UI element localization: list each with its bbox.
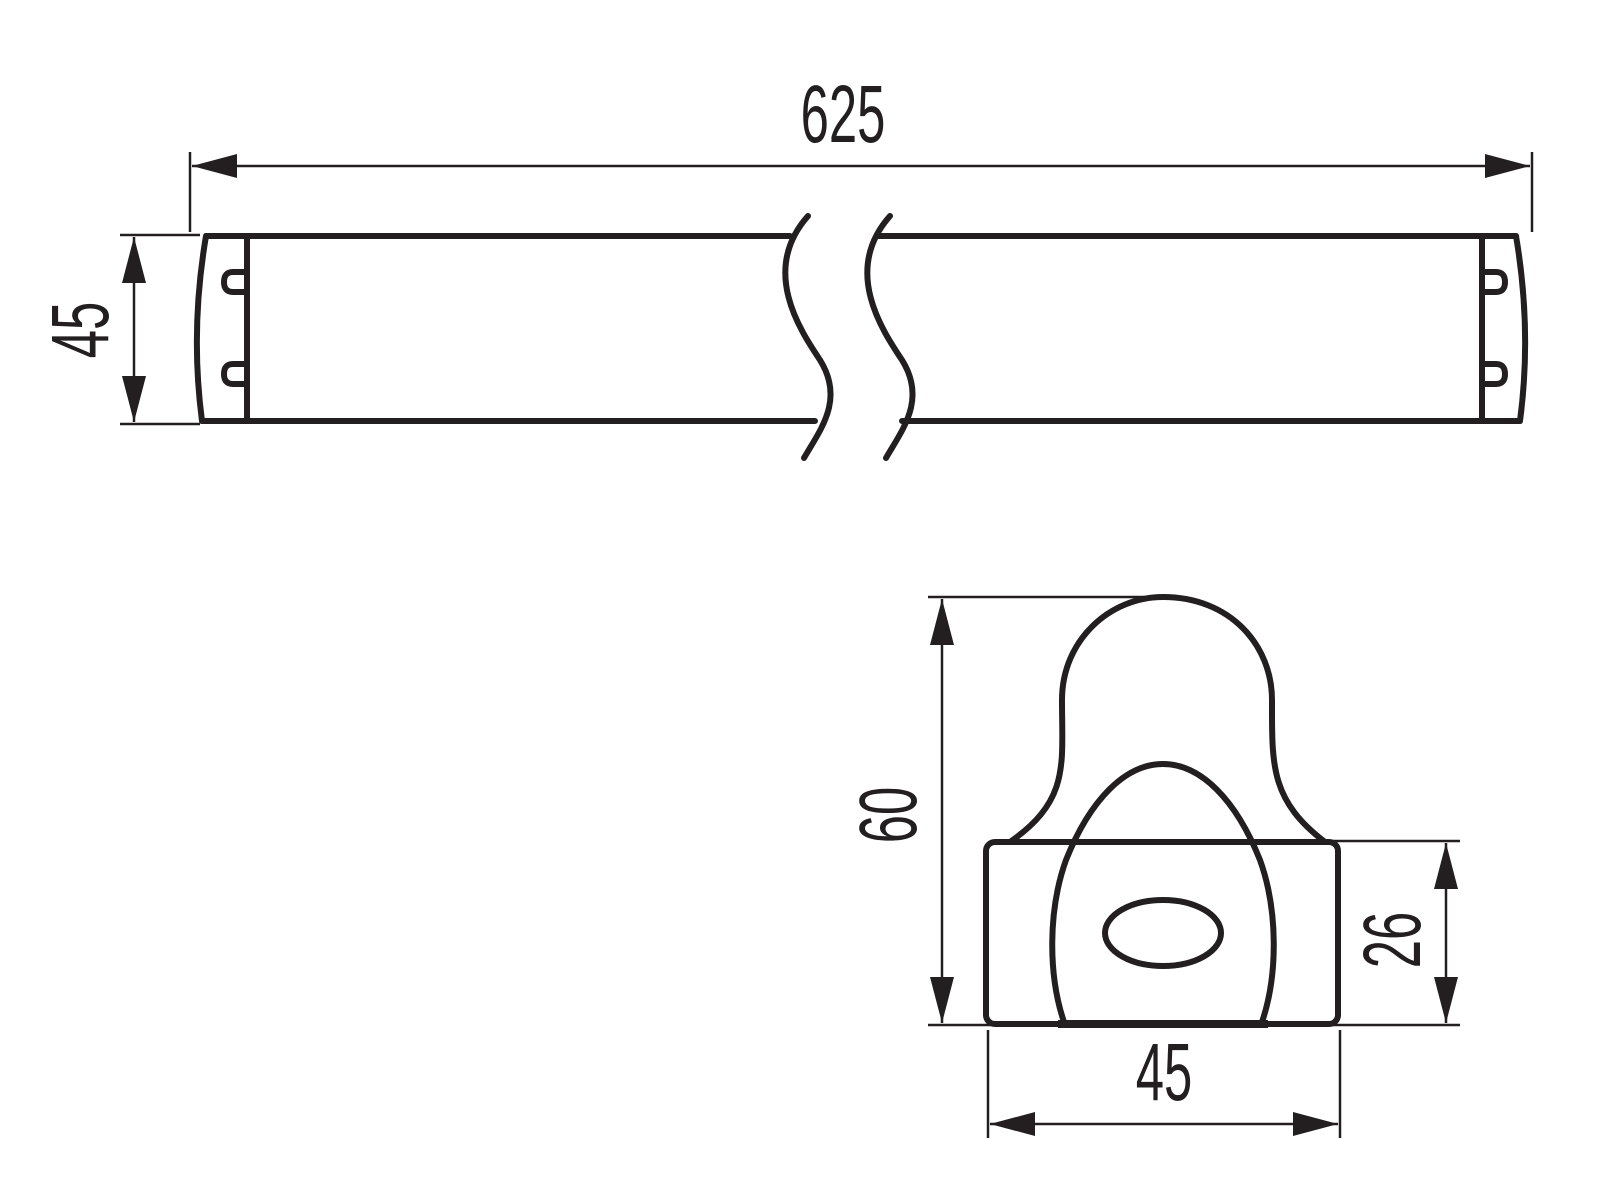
end-height-dimension: 60 [843,595,1172,1027]
diffuser-dome [1007,594,1328,845]
base-height-dimension: 26 [1325,839,1460,1027]
oval-window [1102,897,1224,969]
end-width-label: 45 [1136,1027,1193,1118]
base-height-arrow-top [1434,843,1458,889]
length-arrow-left [192,154,237,178]
end-width-arrow-right [1293,1112,1338,1136]
base-height-arrow-bottom [1434,977,1458,1023]
end-height-arrow-top [930,599,954,645]
end-view: 60 26 45 [843,594,1460,1138]
end-height-label: 60 [843,787,934,844]
length-dimension: 625 [188,69,1534,232]
mount-tab-left-top [221,269,250,295]
side-height-dimension: 45 [35,233,200,426]
end-width-dimension: 45 [986,1027,1342,1138]
length-label: 625 [801,69,886,160]
housing-right-segment [874,233,1529,424]
mount-tab-right-top [1479,269,1508,295]
break-line-right [864,213,916,461]
base-height-label: 26 [1347,912,1438,969]
end-width-arrow-left [990,1112,1035,1136]
housing-left-segment [193,233,818,424]
mount-tab-right-bottom [1479,361,1508,387]
end-height-arrow-bottom [930,977,954,1023]
side-height-label: 45 [35,302,126,359]
inner-end-cap [1049,761,1277,1025]
break-line-left [782,213,834,461]
mount-tab-left-bottom [221,361,250,387]
length-arrow-right [1485,154,1530,178]
side-view: 625 45 [35,69,1534,461]
side-height-arrow-top [122,237,146,283]
side-height-arrow-bottom [122,376,146,422]
base-body [983,839,1341,1027]
